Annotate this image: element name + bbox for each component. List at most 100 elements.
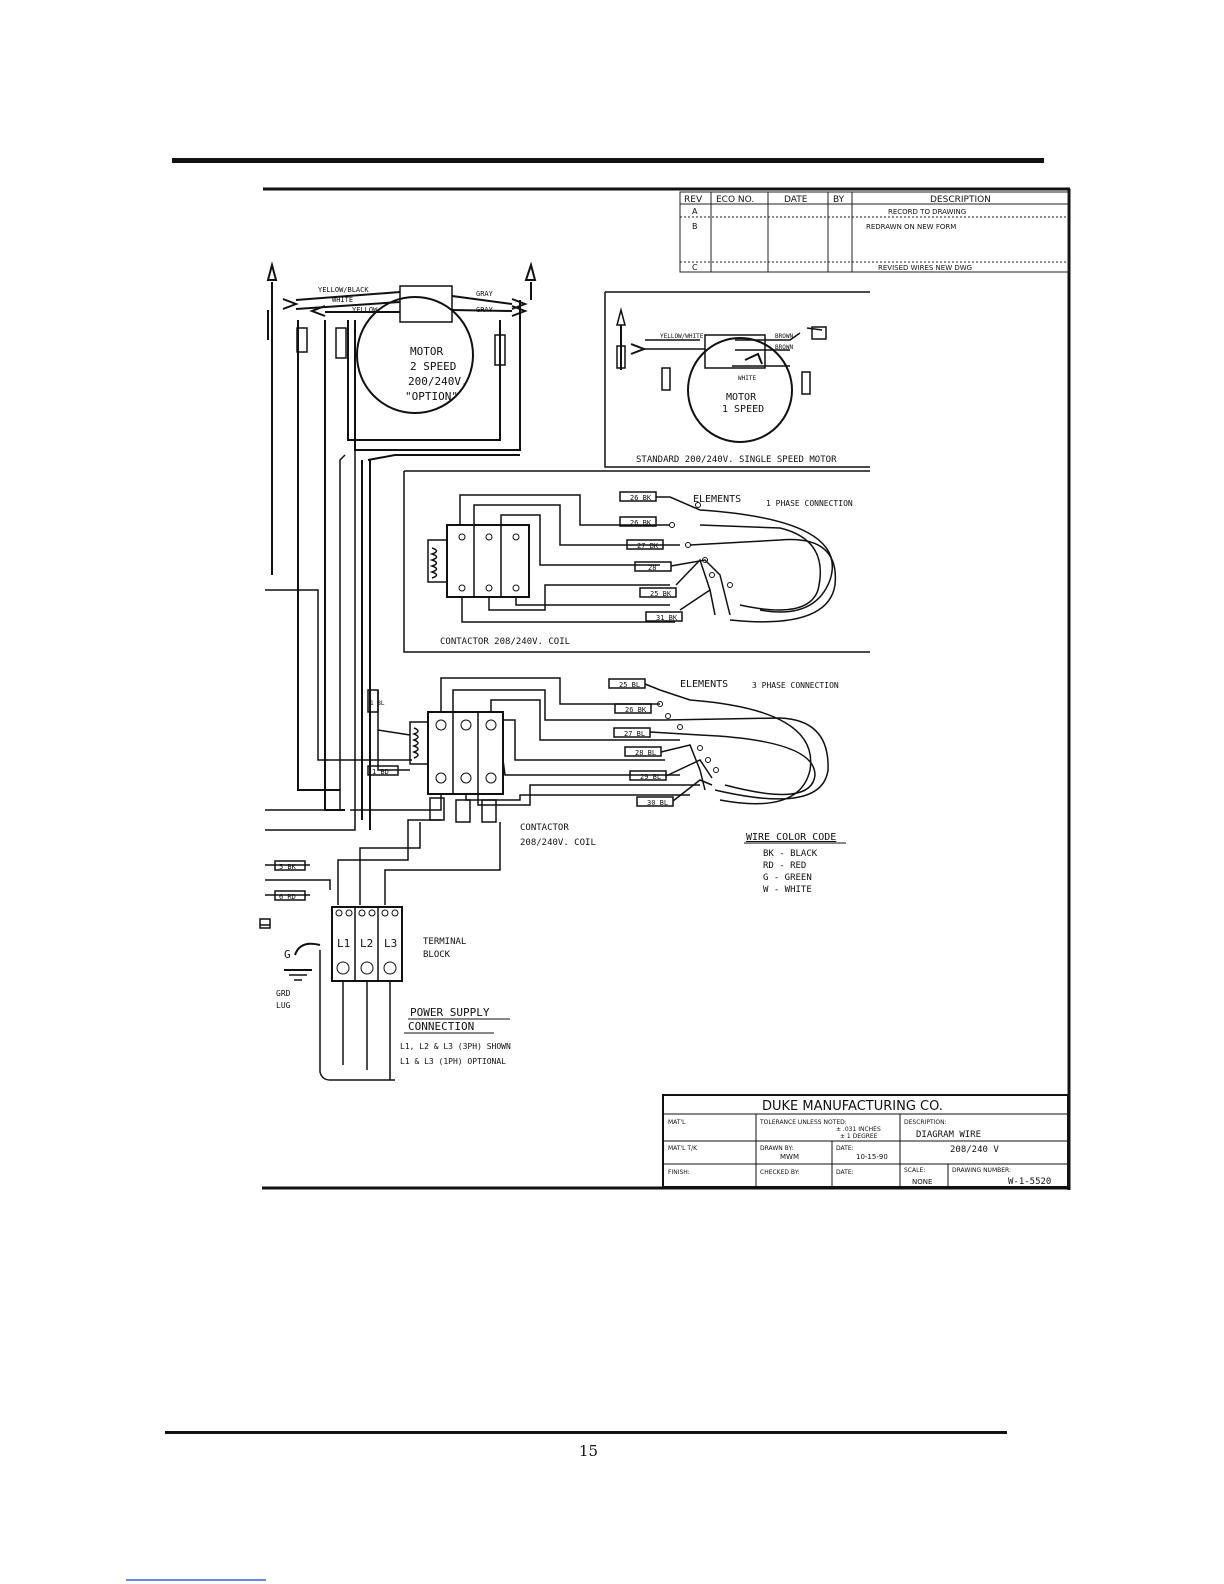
description-value2: 208/240 V	[950, 1145, 999, 1155]
sp-tag-4: 28	[648, 564, 656, 572]
rev-header-rev: REV	[684, 195, 703, 205]
power-supply-title1: POWER SUPPLY	[410, 1006, 490, 1019]
wire-white-1speed: WHITE	[738, 375, 756, 382]
three-phase-section: 25 BL 26 BK 27 BL 28 BL 29 BL 30 BL 1 BL…	[350, 677, 839, 848]
motor-1-speed-caption: STANDARD 200/240V. SINGLE SPEED MOTOR	[636, 455, 837, 465]
tag-6rd: 6 RD	[279, 893, 296, 901]
wire-gray-2: GRAY	[476, 306, 494, 314]
tp-contactor-line2: 208/240V. COIL	[520, 838, 596, 848]
power-supply-note1: L1, L2 & L3 (3PH) SHOWN	[400, 1042, 511, 1051]
wire-yellow-white: YELLOW/WHITE	[660, 333, 704, 340]
motor-2-speed-line1: MOTOR	[410, 345, 443, 358]
wire-color-w: W - WHITE	[763, 885, 812, 895]
rev-row-a-rev: A	[692, 207, 698, 216]
power-supply-title2: CONNECTION	[408, 1020, 474, 1033]
single-phase-section: 26 BK 26 BK 27 BK 28 25 BK 31 BK ELEMENT…	[403, 470, 870, 653]
terminal-block: L1 L2 L3 TERMINAL BLOCK 5 BK 6 RD G GRD …	[259, 860, 466, 1081]
tolerance-label: TOLERANCE UNLESS NOTED:	[759, 1119, 847, 1126]
motor-2-speed-line3: 200/240V.	[408, 375, 468, 388]
scale-value: NONE	[912, 1178, 932, 1186]
title-block: DUKE MANUFACTURING CO. MAT'L TOLERANCE U…	[662, 1094, 1069, 1188]
description-label: DESCRIPTION:	[904, 1119, 947, 1126]
terminal-block-line1: TERMINAL	[423, 937, 466, 947]
terminal-l2: L2	[360, 937, 373, 950]
tp-tag-2: 26 BK	[625, 706, 647, 714]
tp-elements-label: ELEMENTS	[680, 679, 728, 690]
tp-tag-4: 28 BL	[635, 749, 656, 757]
drawn-by-value: MWM	[780, 1153, 799, 1161]
rev-row-b-rev: B	[692, 222, 698, 231]
sp-connection-label: 1 PHASE CONNECTION	[766, 499, 853, 508]
wire-gray-1: GRAY	[476, 290, 494, 298]
wire-white: WHITE	[332, 296, 353, 304]
tolerance-value2: ± 1 DEGREE	[840, 1133, 878, 1140]
terminal-l3: L3	[384, 937, 397, 950]
sp-tag-6: 31 BK	[656, 614, 678, 622]
tp-contactor-line1: CONTACTOR	[520, 823, 569, 833]
rev-row-c-desc: REVISED WIRES NEW DWG	[878, 264, 972, 272]
top-rule	[172, 158, 1044, 163]
motor-2-speed-section: YELLOW/BLACK WHITE YELLOW GRAY GRAY MOTO…	[266, 261, 537, 830]
left-side-wiring	[260, 450, 501, 926]
motor-1-speed-line2: 1 SPEED	[722, 404, 764, 415]
rev-header-by: BY	[833, 195, 845, 205]
company-name: DUKE MANUFACTURING CO.	[762, 1099, 943, 1114]
wire-yellow-black: YELLOW/BLACK	[318, 286, 369, 294]
drawing-number-value: W-1-5520	[1008, 1177, 1051, 1187]
scale-label: SCALE:	[904, 1167, 925, 1174]
wire-brown-2: BROWN	[775, 344, 793, 351]
rev-row-b-desc: REDRAWN ON NEW FORM	[866, 223, 956, 231]
power-supply-note2: L1 & L3 (1PH) OPTIONAL	[400, 1057, 506, 1066]
wire-color-rd: RD - RED	[763, 861, 806, 871]
page-number: 15	[579, 1442, 598, 1460]
wire-color-g: G - GREEN	[763, 873, 812, 883]
wire-color-code: WIRE COLOR CODE BK - BLACK RD - RED G - …	[744, 832, 846, 895]
drawing-number-label: DRAWING NUMBER:	[952, 1167, 1011, 1174]
tp-connection-label: 3 PHASE CONNECTION	[752, 681, 839, 690]
sp-tag-5: 25 BK	[650, 590, 672, 598]
terminal-l1: L1	[337, 937, 350, 950]
tag-5bk: 5 BK	[279, 863, 297, 871]
motor-2-speed-line4: "OPTION"	[405, 390, 458, 403]
wire-brown-1: BROWN	[775, 333, 793, 340]
mat-l-t-label: MAT'L T/K	[668, 1145, 698, 1152]
sp-elements-label: ELEMENTS	[693, 494, 741, 505]
sp-tag-3: 27 BK	[637, 542, 659, 550]
drawn-by-label: DRAWN BY:	[760, 1145, 793, 1152]
tp-aux-tag-1: 1 BL	[370, 700, 385, 707]
finish-label: FINISH:	[668, 1169, 690, 1176]
checked-by-label: CHECKED BY:	[760, 1169, 800, 1176]
sp-tag-1: 26 BK	[630, 494, 652, 502]
wire-color-bk: BK - BLACK	[763, 849, 818, 859]
terminal-block-line2: BLOCK	[423, 950, 451, 960]
wire-yellow: YELLOW	[352, 306, 378, 314]
tp-tag-3: 27 BL	[624, 730, 645, 738]
mat-label: MAT'L	[668, 1119, 686, 1126]
rev-header-eco: ECO NO.	[716, 195, 754, 205]
sp-tag-2: 26 BK	[630, 519, 652, 527]
power-supply-connection: POWER SUPPLY CONNECTION L1, L2 & L3 (3PH…	[400, 1006, 511, 1066]
tp-tag-6: 30 BL	[647, 799, 668, 807]
tag-g: G	[284, 948, 291, 961]
date-value: 10-15-90	[856, 1153, 888, 1161]
motor-1-speed-section: YELLOW/WHITE BROWN BROWN WHITE MOTOR 1 S…	[604, 291, 870, 468]
date-label: DATE:	[836, 1145, 854, 1152]
date2-label: DATE:	[836, 1169, 854, 1176]
bottom-rule	[165, 1431, 1007, 1434]
description-value1: DIAGRAM WIRE	[916, 1130, 981, 1140]
rev-row-a-desc: RECORD TO DRAWING	[888, 208, 966, 216]
ground-lug-line1: GRD	[276, 989, 291, 998]
sp-contactor-label: CONTACTOR 208/240V. COIL	[440, 637, 570, 647]
tp-tag-5: 29 BL	[640, 773, 661, 781]
revision-table: REV ECO NO. DATE BY DESCRIPTION A RECORD…	[679, 191, 1069, 273]
rev-header-description: DESCRIPTION	[930, 195, 991, 205]
wire-color-code-title: WIRE COLOR CODE	[746, 832, 836, 843]
tp-tag-1: 25 BL	[619, 681, 640, 689]
tp-aux-tag-2: 1 BD	[372, 768, 389, 776]
motor-1-speed-line1: MOTOR	[726, 392, 757, 403]
ground-lug-line2: LUG	[276, 1001, 291, 1010]
motor-2-speed-line2: 2 SPEED	[410, 360, 456, 373]
tolerance-value1: ± .031 INCHES	[836, 1126, 881, 1133]
rev-header-date: DATE	[784, 195, 808, 205]
